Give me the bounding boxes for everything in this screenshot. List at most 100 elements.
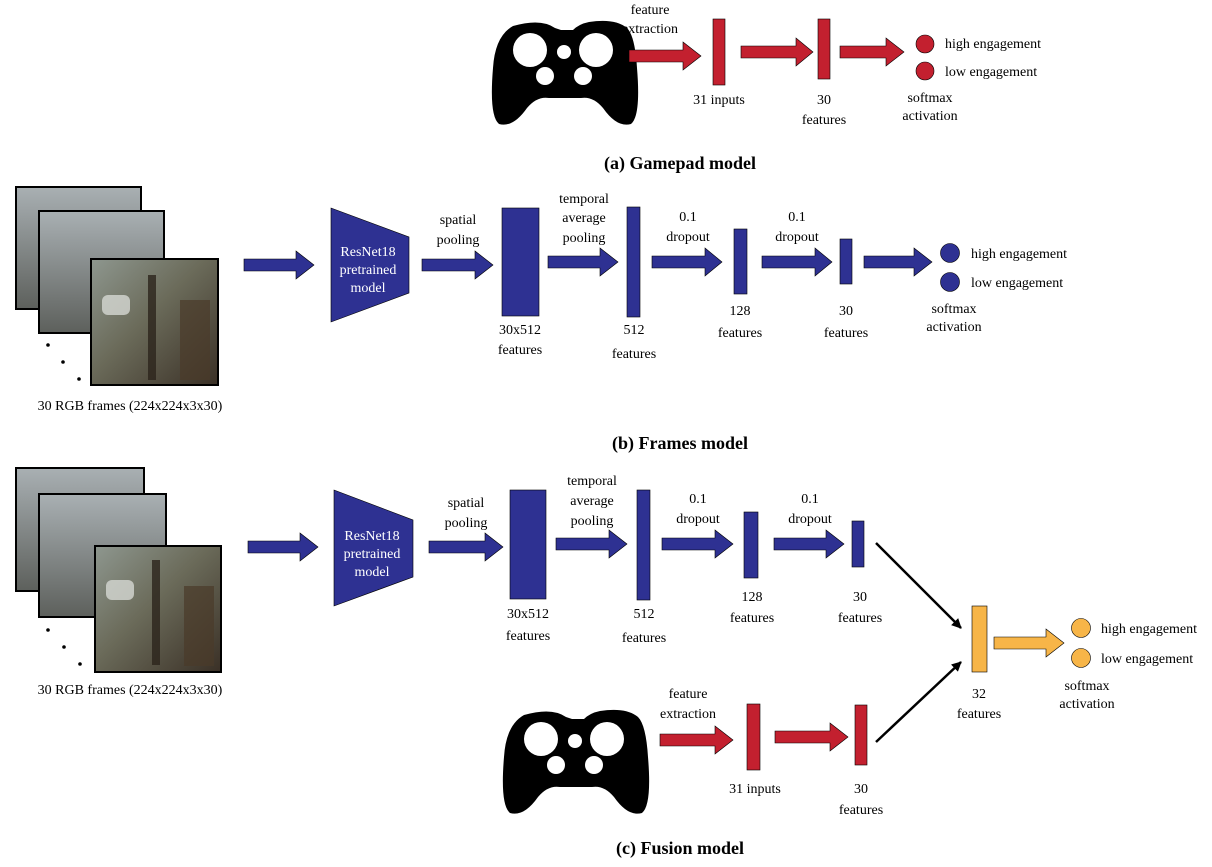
dropout1-label: 0.1 [679, 210, 697, 225]
activation-label: softmax [931, 302, 976, 317]
video-frames-stack [15, 186, 219, 386]
block1-label: 30x512 [499, 323, 541, 338]
activation-label-2: activation [926, 320, 981, 335]
fusion-feature-block [971, 605, 988, 673]
dropout1-label: 0.1 [689, 492, 707, 507]
gamepad-feature-block [817, 18, 831, 80]
resnet-label-3: model [351, 281, 386, 296]
spatial-pooling-label-2: pooling [437, 233, 480, 248]
input-count-label: 31 inputs [729, 782, 781, 797]
fusion-feature-label-2: features [957, 707, 1001, 722]
block4-label-2: features [824, 326, 868, 341]
spatial-pooling-label: spatial [440, 213, 477, 228]
arrow-gp-3 [839, 37, 905, 67]
activation-label-2: activation [902, 109, 957, 124]
resnet-label-3: model [355, 565, 390, 580]
arrow-fu-0 [247, 532, 319, 562]
block2-label: 512 [624, 323, 645, 338]
output-label-high: high engagement [945, 37, 1041, 52]
block2-label-2: features [622, 631, 666, 646]
gamepad-input-block [712, 18, 726, 86]
temporal-pooling-label-3: pooling [563, 231, 606, 246]
output-node-low [915, 61, 935, 81]
merge-arrow-frames [875, 542, 962, 629]
arrow-fu-1 [428, 532, 504, 562]
output-node-high [915, 34, 935, 54]
arrow-gp-1 [628, 41, 702, 71]
arrow-fr-2 [547, 247, 619, 277]
gamepad-feature-block [854, 704, 868, 766]
feature-extraction-label-2: extraction [660, 707, 716, 722]
feature-extraction-label-2: extraction [622, 22, 678, 37]
block1-label-2: features [506, 629, 550, 644]
gp-feature-label-2: features [839, 803, 883, 818]
block1-label: 30x512 [507, 607, 549, 622]
gamepad-icon [502, 709, 650, 814]
temporal-pooling-label-2: average [570, 494, 614, 509]
arrow-fr-0 [243, 250, 315, 280]
temporal-pooling-label: temporal [559, 192, 609, 207]
input-count-label: 31 inputs [693, 93, 745, 108]
temporal-feature-block [636, 489, 651, 601]
spatial-pooling-label: spatial [448, 496, 485, 511]
arrow-fr-5 [863, 247, 933, 277]
arrow-fu-3 [661, 529, 734, 559]
dropout2-label-2: dropout [775, 230, 819, 245]
frames-input-label: 30 RGB frames (224x224x3x30) [38, 683, 223, 698]
temporal-pooling-label-2: average [562, 211, 606, 226]
activation-label: softmax [1064, 679, 1109, 694]
output-label-low: low engagement [1101, 652, 1193, 667]
resnet-backbone [330, 207, 410, 323]
dropout2-feature-block [839, 238, 853, 285]
resnet-label: ResNet18 [344, 529, 399, 544]
arrow-gp-2 [740, 37, 814, 67]
output-label-high: high engagement [971, 247, 1067, 262]
resnet-label: ResNet18 [340, 245, 395, 260]
output-node-low [1071, 648, 1091, 668]
output-label-high: high engagement [1101, 622, 1197, 637]
temporal-feature-block [626, 206, 641, 318]
dropout2-label-2: dropout [788, 512, 832, 527]
block4-label: 30 [853, 590, 867, 605]
resnet-backbone [333, 489, 414, 607]
output-label-low: low engagement [945, 65, 1037, 80]
temporal-pooling-label: temporal [567, 474, 617, 489]
arrow-fu-gp-2 [774, 722, 849, 752]
dropout2-label: 0.1 [788, 210, 806, 225]
block3-label: 128 [730, 304, 751, 319]
dropout1-feature-block [743, 511, 759, 579]
arrow-fu-out [993, 628, 1065, 658]
caption-gamepad: (a) Gamepad model [604, 153, 756, 174]
feature-extraction-label: feature [669, 687, 708, 702]
dropout1-label-2: dropout [666, 230, 710, 245]
spatial-feature-block [501, 207, 540, 317]
caption-fusion: (c) Fusion model [616, 838, 744, 859]
dropout1-feature-block [733, 228, 748, 295]
arrow-fu-4 [773, 529, 845, 559]
arrow-fu-2 [555, 529, 628, 559]
dropout2-feature-block [851, 520, 865, 568]
activation-label: softmax [907, 91, 952, 106]
resnet-label-2: pretrained [344, 547, 401, 562]
block1-label-2: features [498, 343, 542, 358]
block2-label-2: features [612, 347, 656, 362]
resnet-label-2: pretrained [340, 263, 397, 278]
feature-count-label-2: features [802, 113, 846, 128]
arrow-fr-3 [651, 247, 723, 277]
block3-label-2: features [730, 611, 774, 626]
output-label-low: low engagement [971, 276, 1063, 291]
output-node-low [940, 272, 960, 292]
arrow-fr-1 [421, 250, 494, 280]
output-node-high [1071, 618, 1091, 638]
feature-extraction-label: feature [631, 3, 670, 18]
caption-frames: (b) Frames model [612, 433, 748, 454]
arrow-fu-gp-1 [659, 725, 734, 755]
block3-label: 128 [742, 590, 763, 605]
video-frames-stack [15, 467, 222, 673]
dropout2-label: 0.1 [801, 492, 819, 507]
gp-feature-label: 30 [854, 782, 868, 797]
dropout1-label-2: dropout [676, 512, 720, 527]
arrow-fr-4 [761, 247, 833, 277]
activation-label-2: activation [1059, 697, 1114, 712]
